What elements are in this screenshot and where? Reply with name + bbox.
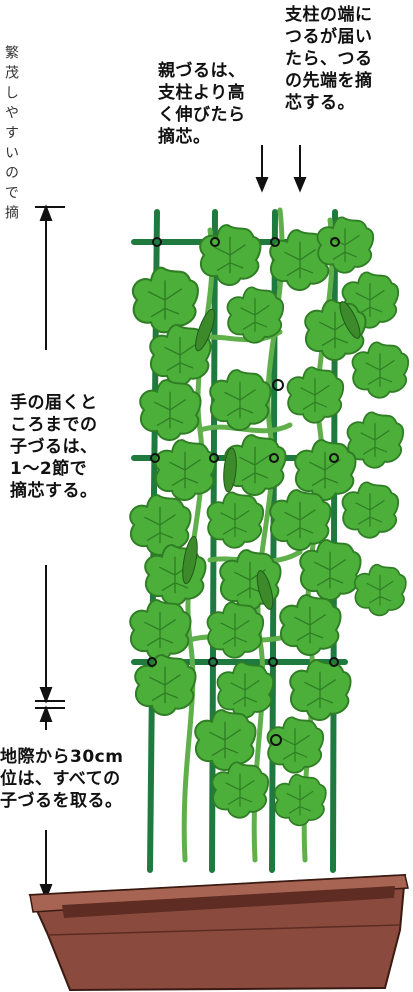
cucumber-fruit — [182, 301, 361, 610]
edge-vertical-text: 繁茂しやすいので摘 — [3, 45, 19, 225]
side-shoot-pinch-note: 手の届くと ころまでの 子づるは、 1～2節で 摘芯する。 — [10, 393, 98, 501]
remove-low-shoots-note: 地際から30cm 位は、すべての 子づるを取る。 — [0, 747, 124, 811]
main-vine-pinch-note: 親づるは、 支柱より高 く伸びたら 摘芯。 — [158, 61, 246, 147]
stake-ties — [147, 237, 340, 746]
down-arrow-icon — [255, 145, 307, 193]
cucumber-plant-icon — [129, 216, 410, 827]
planter-pot-icon — [28, 873, 409, 992]
tip-pinch-vine-end-note: 支柱の端に つるが届い たら、つる の先端を摘 芯する。 — [285, 5, 373, 113]
